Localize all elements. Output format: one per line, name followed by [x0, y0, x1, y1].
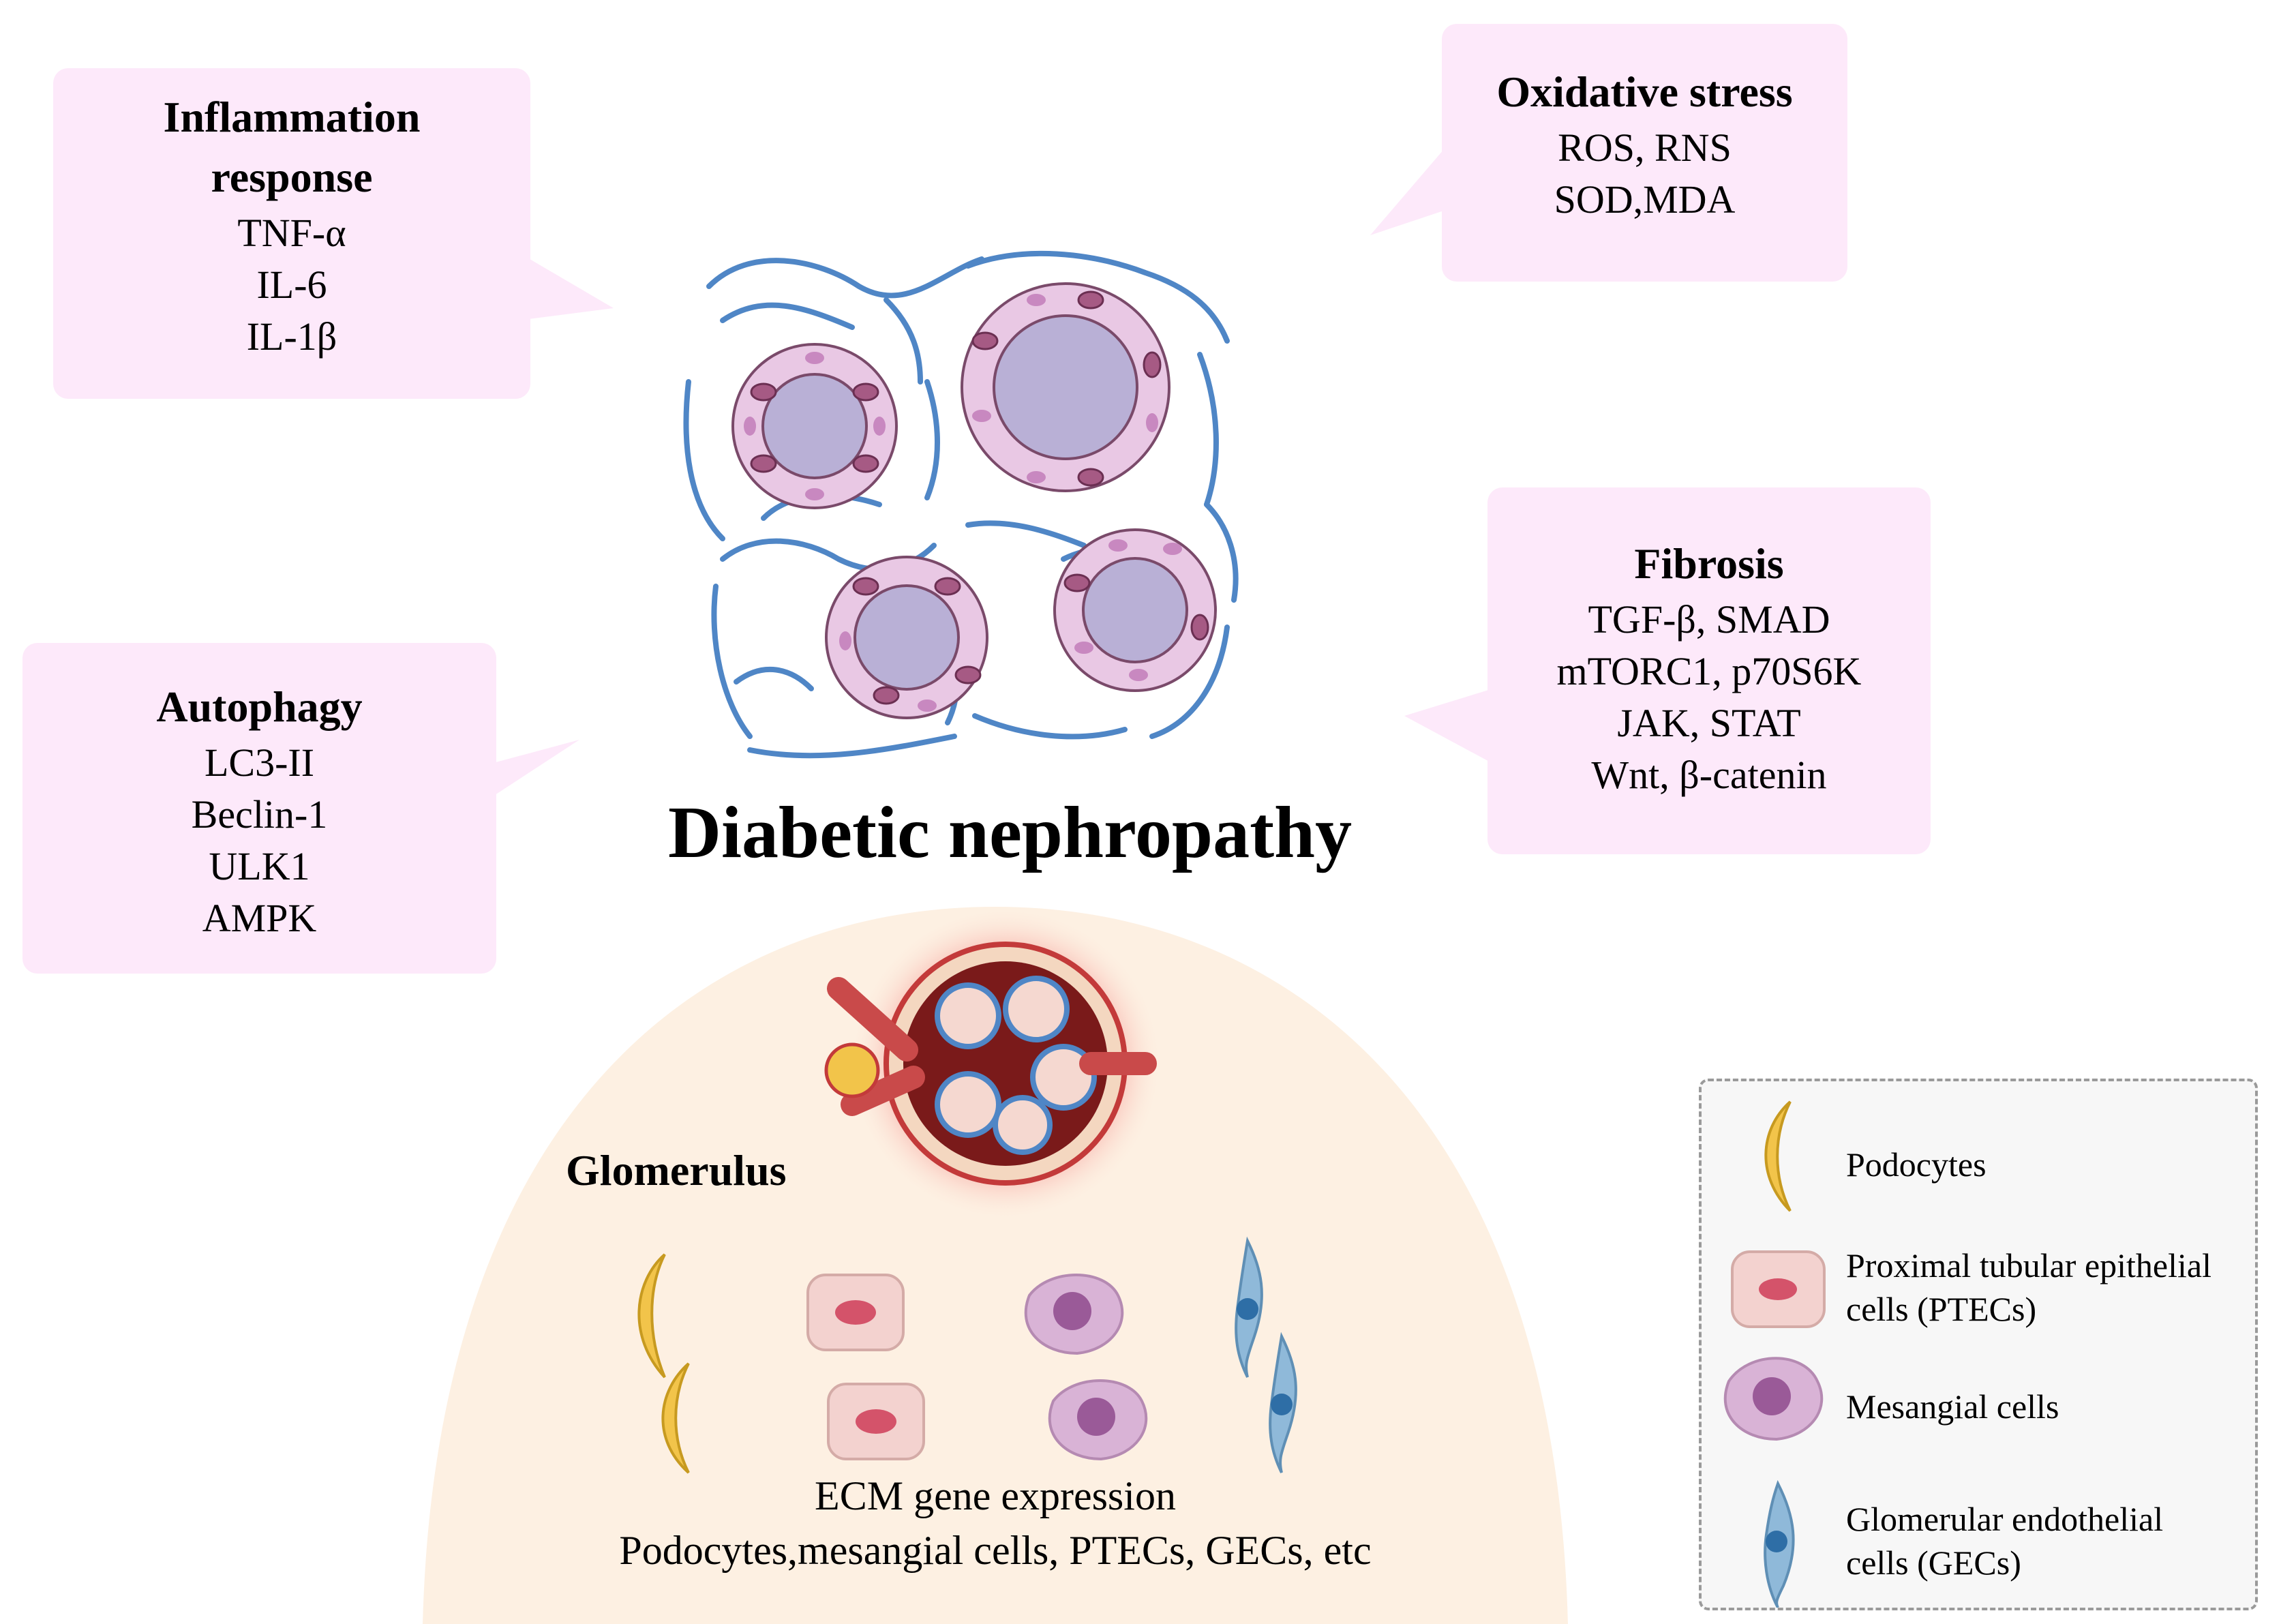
- autophagy-callout: Autophagy LC3-II Beclin-1 ULK1 AMPK: [22, 643, 496, 974]
- ecm-subtitle: Podocytes,mesangial cells, PTECs, GECs, …: [619, 1528, 1372, 1573]
- autophagy-item: LC3-II: [204, 740, 315, 785]
- oxidative-title: Oxidative stress: [1496, 67, 1793, 116]
- inflammation-item: IL-1β: [246, 314, 337, 359]
- cell-type-legend: Podocytes Proximal tubular epithelial ce…: [1699, 1079, 2258, 1610]
- fibrosis-title: Fibrosis: [1634, 539, 1784, 588]
- main-title: Diabetic nephropathy: [668, 792, 1353, 873]
- oxidative-tail: [1370, 140, 1452, 235]
- fibrosis-item: TGF-β, SMAD: [1588, 597, 1830, 642]
- podocyte-legend-icon: [1764, 1100, 1792, 1212]
- oxidative-callout: Oxidative stress ROS, RNS SOD,MDA: [1442, 24, 1847, 282]
- autophagy-item: AMPK: [202, 896, 317, 940]
- renal-tubules-illustration: [683, 250, 1239, 759]
- legend-gecs-label-line2: cells (GECs): [1846, 1544, 2021, 1582]
- glomerulus-label: Glomerulus: [566, 1146, 787, 1194]
- inflammation-title-line1: Inflammation: [163, 93, 421, 141]
- inflammation-item: IL-6: [256, 262, 327, 307]
- legend-icons: [1723, 1100, 1826, 1608]
- inflammation-title-line2: response: [211, 153, 373, 201]
- legend-ptecs-label-line2: cells (PTECs): [1846, 1290, 2037, 1328]
- ecm-title: ECM gene expression: [815, 1473, 1176, 1518]
- legend-mesangial-label: Mesangial cells: [1846, 1387, 2059, 1426]
- legend-podocytes-label: Podocytes: [1846, 1145, 1987, 1184]
- tubule-cross-section: [731, 343, 898, 509]
- inflammation-tail: [518, 252, 614, 320]
- tubule-cross-section: [1053, 528, 1217, 692]
- fibrosis-item: Wnt, β-catenin: [1591, 753, 1827, 797]
- tubule-cross-section: [825, 556, 988, 719]
- oxidative-item: SOD,MDA: [1554, 177, 1736, 222]
- inflammation-item: TNF-α: [237, 211, 346, 255]
- ptec-legend-icon: [1731, 1250, 1826, 1328]
- tubule-cross-section: [961, 282, 1170, 492]
- fibrosis-callout: Fibrosis TGF-β, SMAD mTORC1, p70S6K JAK,…: [1487, 487, 1931, 854]
- autophagy-item: ULK1: [209, 844, 310, 888]
- fibrosis-item: mTORC1, p70S6K: [1556, 649, 1862, 693]
- autophagy-tail: [491, 740, 579, 798]
- mesangial-legend-icon: [1723, 1357, 1824, 1441]
- oxidative-item: ROS, RNS: [1558, 125, 1732, 170]
- fibrosis-item: JAK, STAT: [1617, 701, 1801, 745]
- autophagy-item: Beclin-1: [191, 792, 328, 837]
- inflammation-callout: Inflammation response TNF-α IL-6 IL-1β: [53, 68, 530, 399]
- gec-legend-icon: [1764, 1479, 1795, 1608]
- autophagy-title: Autophagy: [156, 682, 363, 731]
- legend-gecs-label-line1: Glomerular endothelial: [1846, 1500, 2164, 1538]
- legend-ptecs-label-line1: Proximal tubular epithelial: [1846, 1246, 2211, 1284]
- fibrosis-tail: [1404, 689, 1493, 764]
